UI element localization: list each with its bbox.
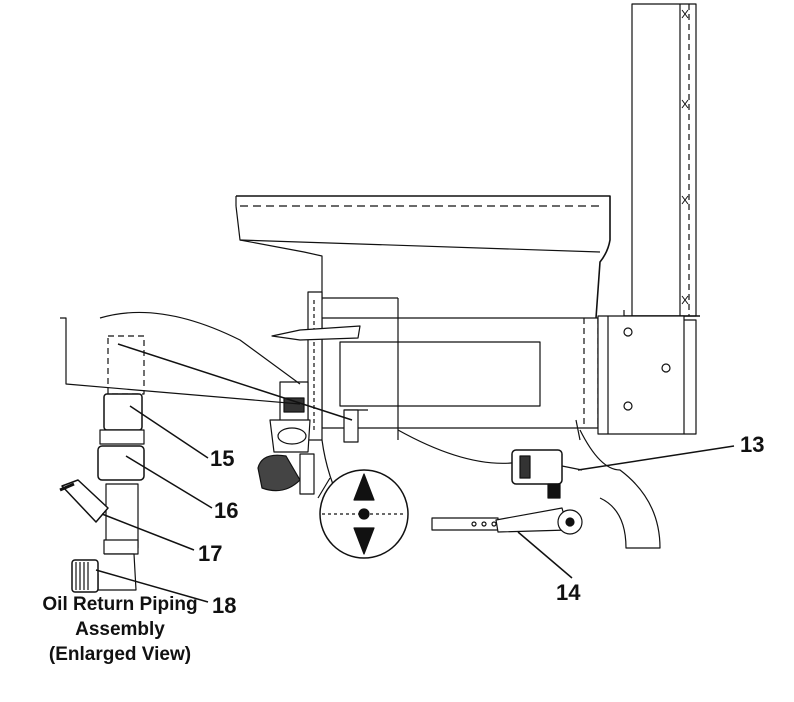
callout-13: 13 (740, 432, 764, 457)
leader-lines (95, 343, 735, 603)
filter-pan (321, 297, 599, 440)
pump-motor-assembly (257, 291, 368, 495)
callout-17: 17 (198, 541, 222, 566)
enlarged-piping-assembly (59, 311, 301, 593)
mounting-bracket (597, 315, 697, 435)
drain-handle (431, 507, 583, 535)
callout-18: 18 (212, 593, 236, 618)
frypot-top (235, 195, 611, 319)
oil-return-pipe (397, 419, 661, 549)
enlarged-view-caption: Oil Return Piping Assembly (Enlarged Vie… (4, 592, 236, 667)
callout-16: 16 (214, 498, 238, 523)
caption-line-2: Assembly (75, 619, 165, 640)
cabinet-back-panel (623, 3, 700, 320)
callout-14: 14 (556, 580, 581, 605)
caption-line-1: Oil Return Piping (42, 594, 198, 615)
caster-wheel (317, 439, 409, 559)
caption-line-3: (Enlarged View) (48, 644, 192, 665)
callout-15: 15 (210, 446, 234, 471)
